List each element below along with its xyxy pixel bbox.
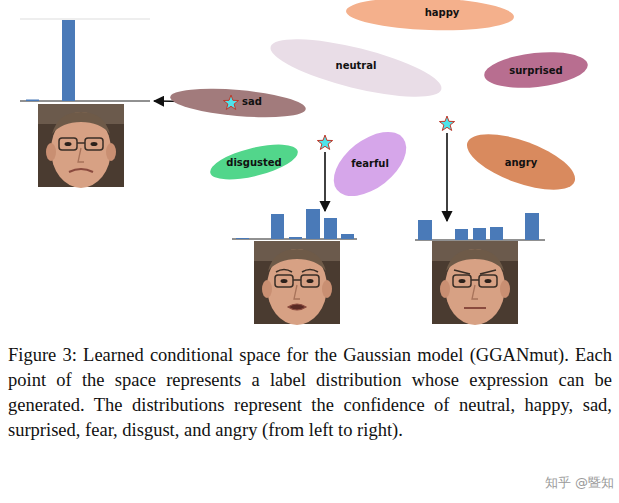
face-photo: [38, 104, 124, 188]
emotion-ellipse: disgusted: [206, 114, 302, 210]
emotion-label: happy: [425, 7, 460, 18]
ellipse-shape: [265, 0, 447, 159]
face-photo: [432, 241, 518, 325]
bar-chart: [232, 209, 357, 239]
bar-chart: [415, 213, 545, 240]
emotion-label: sad: [242, 96, 262, 107]
emotion-label: fearful: [351, 158, 389, 169]
pointer-arrow: [324, 152, 326, 211]
pointer-arrow: [446, 133, 448, 221]
emotion-label: disgusted: [226, 157, 282, 168]
emotion-ellipse: fearful: [325, 119, 415, 209]
figure-caption: Figure 3: Learned conditional space for …: [8, 343, 612, 443]
bar-chart: [20, 19, 150, 101]
emotion-ellipse: surprised: [481, 15, 591, 125]
emotion-label: neutral: [336, 60, 377, 71]
emotion-label: surprised: [509, 65, 562, 76]
face-photo: [254, 241, 340, 325]
watermark: 知乎 @暨知: [545, 474, 614, 492]
emotion-ellipse: neutral: [265, 0, 447, 159]
emotion-label: angry: [505, 157, 537, 168]
emotion-ellipse: angry: [461, 102, 581, 222]
